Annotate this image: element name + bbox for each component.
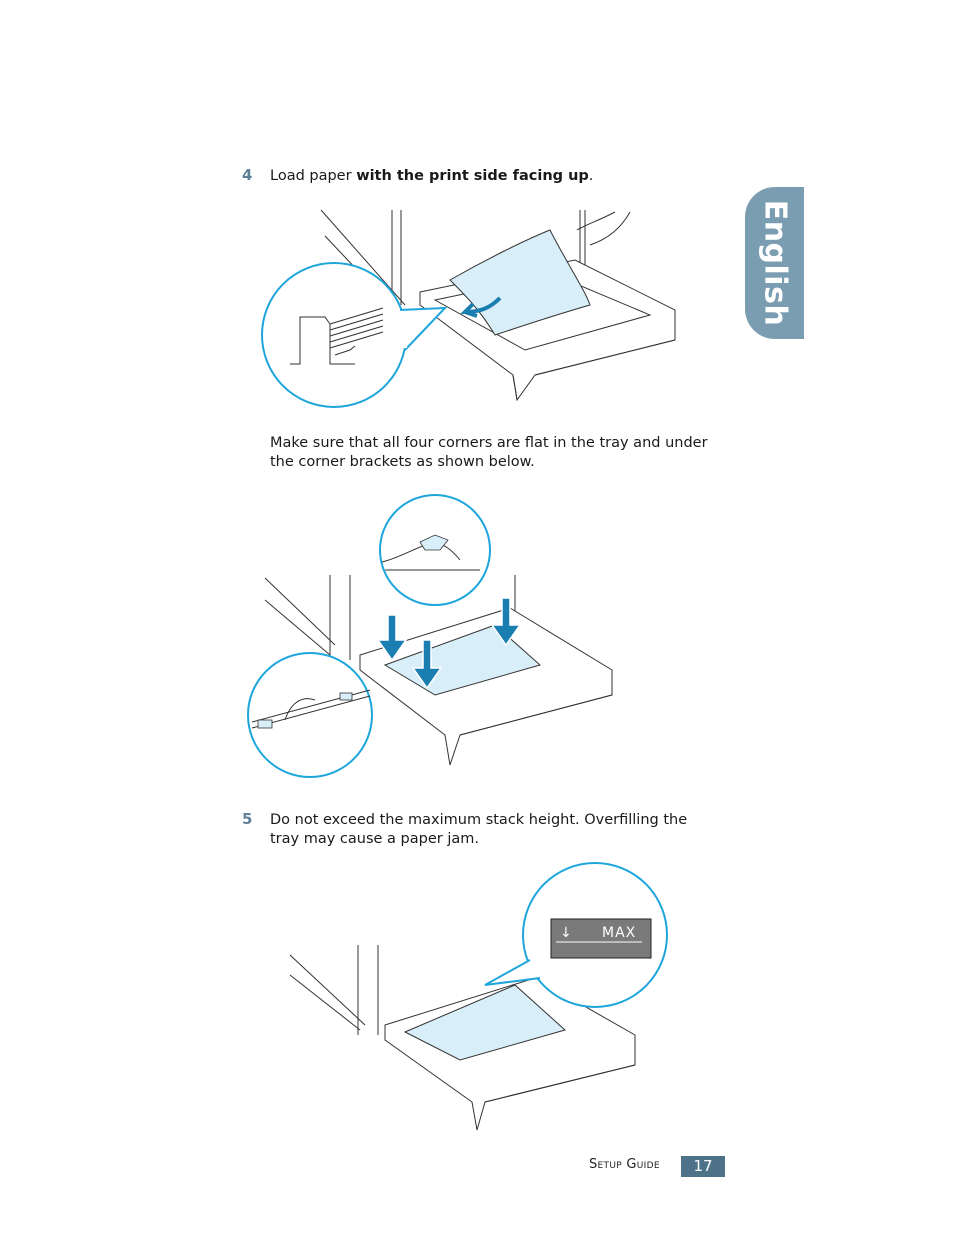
footer-guide-label: Setup Guide	[589, 1157, 660, 1172]
step-5-line-2: tray may cause a paper jam.	[270, 831, 479, 847]
language-tab: English	[745, 187, 804, 339]
max-label: MAX	[602, 925, 636, 941]
step-4-note-line-2: the corner brackets as shown below.	[270, 454, 535, 470]
step-4-note-line-1: Make sure that all four corners are flat…	[270, 435, 708, 451]
step-number-5: 5	[242, 810, 253, 828]
step-4-period: .	[588, 168, 594, 184]
page-number: 17	[681, 1156, 725, 1177]
step-5-line-1: Do not exceed the maximum stack height. …	[270, 812, 688, 828]
language-tab-label: English	[757, 199, 792, 327]
figure-corner-brackets	[247, 494, 613, 778]
step-4-bold-text: with the print side facing up	[356, 168, 589, 184]
step-4-instruction: Load paper with the print side facing up…	[270, 167, 593, 186]
step-number-4: 4	[242, 166, 253, 184]
max-arrow-icon: ↓	[560, 925, 572, 941]
step-4-text: Load paper	[270, 168, 357, 184]
figure-max-stack-height: ↓ MAX	[289, 862, 668, 1131]
figure-load-paper	[261, 209, 676, 408]
